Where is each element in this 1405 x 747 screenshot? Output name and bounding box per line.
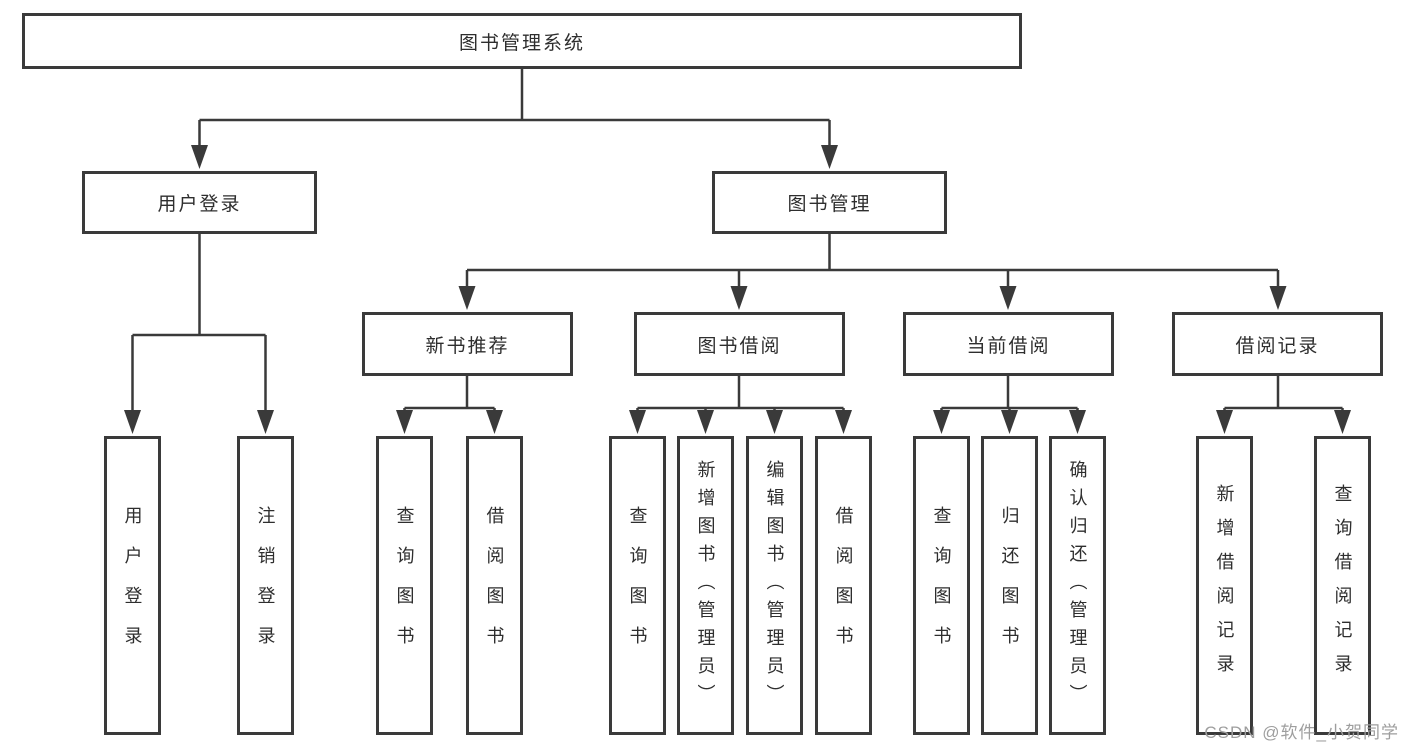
csdn-watermark: CSDN @软件_小贺同学 xyxy=(1204,723,1399,742)
node-new-book-recommend: 新书推荐 xyxy=(362,312,573,376)
leaf-query-book-2: 查询图书 xyxy=(609,436,666,735)
leaf-borrow-book-2: 借阅图书 xyxy=(815,436,872,735)
leaf-logout: 注销登录 xyxy=(237,436,294,735)
leaf-return-book: 归还图书 xyxy=(981,436,1038,735)
leaf-query-borrow-record: 查询借阅记录 xyxy=(1314,436,1371,735)
leaf-confirm-return-admin: 确认归还（管理员） xyxy=(1049,436,1106,735)
node-user-login-branch: 用户登录 xyxy=(82,171,317,234)
leaf-query-book-3: 查询图书 xyxy=(913,436,970,735)
leaf-query-book-1: 查询图书 xyxy=(376,436,433,735)
leaf-add-borrow-record: 新增借阅记录 xyxy=(1196,436,1253,735)
node-book-borrow: 图书借阅 xyxy=(634,312,845,376)
node-borrow-records: 借阅记录 xyxy=(1172,312,1383,376)
node-book-management: 图书管理 xyxy=(712,171,947,234)
node-current-borrow: 当前借阅 xyxy=(903,312,1114,376)
leaf-user-login: 用户登录 xyxy=(104,436,161,735)
leaf-edit-book-admin: 编辑图书（管理员） xyxy=(746,436,803,735)
leaf-borrow-book-1: 借阅图书 xyxy=(466,436,523,735)
node-root-system: 图书管理系统 xyxy=(22,13,1022,69)
leaf-add-book-admin: 新增图书（管理员） xyxy=(677,436,734,735)
